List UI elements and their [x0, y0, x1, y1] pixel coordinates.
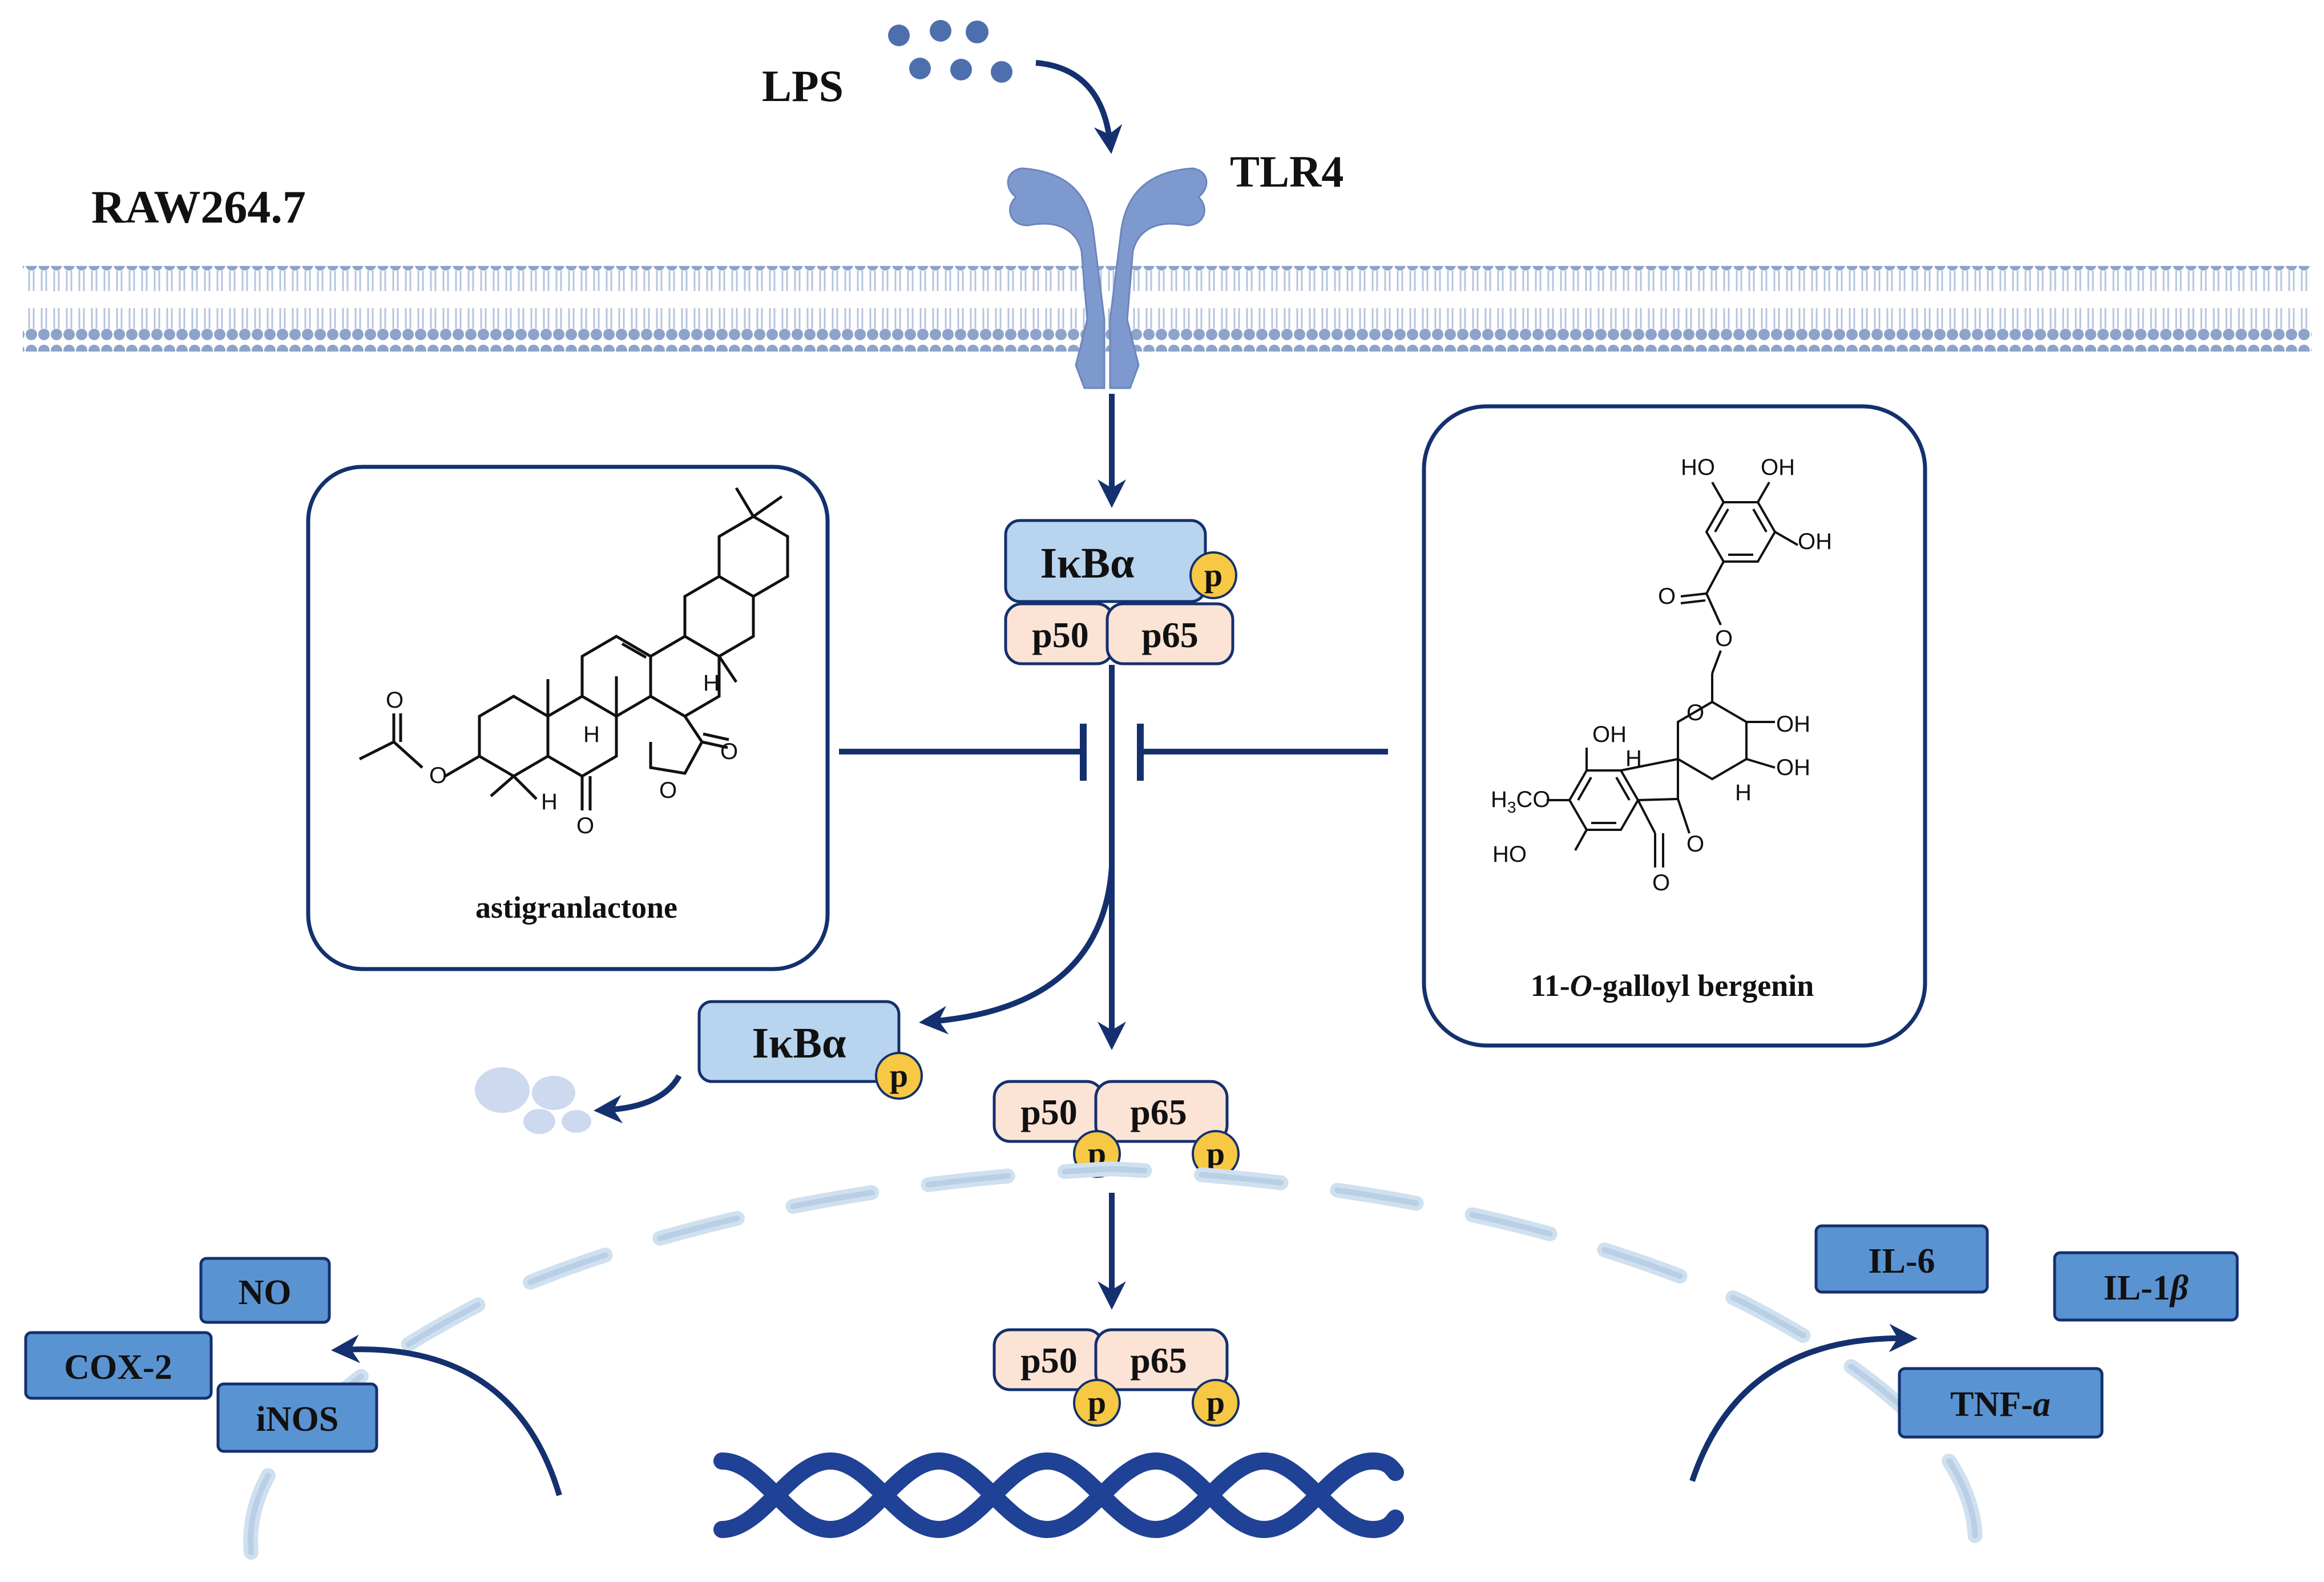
atom-h: H — [541, 789, 558, 814]
atom-o: O — [429, 763, 447, 788]
astigranlactone-atoms: O O O O O H H H — [386, 671, 738, 838]
tnfa-label: TNF-a — [1950, 1385, 2051, 1424]
atom-o: O — [720, 739, 738, 764]
p65-box — [1094, 1080, 1229, 1143]
il1b-box — [2053, 1251, 2239, 1322]
atom-o: O — [1686, 700, 1704, 725]
astigranlactone-structure — [358, 487, 789, 810]
p50-label: p50 — [1032, 615, 1089, 655]
atom-h: H — [583, 722, 600, 747]
p65-label: p65 — [1130, 1092, 1187, 1132]
phospho-badge — [1192, 1379, 1240, 1427]
p65-label: p65 — [1130, 1340, 1187, 1381]
cell-membrane — [23, 266, 2311, 352]
il6-box — [1814, 1224, 1989, 1294]
inos-box — [216, 1382, 378, 1453]
no-label: NO — [239, 1273, 292, 1312]
phospho-badge — [1073, 1379, 1121, 1427]
atom-o: O — [1658, 584, 1676, 609]
atom-h3co: H3CO — [1491, 787, 1550, 816]
il1b-label: IL-1β — [2104, 1269, 2189, 1307]
atom-o: O — [1686, 832, 1704, 857]
phospho-label: p — [1204, 556, 1222, 594]
ikba-complex-cytoplasm: IκBα p p50 p65 — [1004, 519, 1237, 665]
phospho-label: p — [1207, 1135, 1225, 1172]
compound-panel-left — [306, 465, 830, 971]
nuclear-envelope-inner — [248, 1165, 1978, 1555]
atom-o: O — [1715, 626, 1733, 651]
bergenin-atoms: HO OH OH O O O OH OH OH H H O O H3CO HO — [1491, 455, 1832, 895]
proteasome-fragments — [475, 1067, 591, 1134]
lps-label: LPS — [762, 61, 844, 111]
lps-particles — [888, 20, 1012, 83]
p65-box — [1094, 1328, 1229, 1391]
release-arrow — [919, 867, 1115, 1035]
atom-ho: HO — [1681, 455, 1715, 480]
atom-h: H — [1625, 746, 1642, 771]
ikba-released-box — [697, 1000, 901, 1083]
atom-o: O — [576, 813, 594, 838]
phospho-label: p — [890, 1057, 908, 1094]
ikba-released-label: IκBα — [752, 1019, 846, 1067]
tlr4-receptor — [1007, 167, 1208, 389]
lps-arrow — [1035, 60, 1123, 154]
mediator-boxes: NO COX-2 iNOS — [24, 1257, 378, 1453]
p65-label: p65 — [1141, 615, 1199, 655]
atom-oh: OH — [1798, 529, 1832, 554]
tnfa-box — [1898, 1367, 2104, 1439]
ikba-label: IκBα — [1040, 539, 1135, 587]
phospho-badge — [875, 1052, 923, 1100]
cytokine-boxes: IL-6 IL-1β TNF-a — [1814, 1224, 2239, 1439]
atom-oh: OH — [1776, 755, 1810, 780]
no-box — [199, 1257, 331, 1324]
compound-name-left: astigranlactone — [475, 890, 677, 925]
atom-ho: HO — [1492, 842, 1527, 867]
cox2-box — [24, 1331, 213, 1400]
expression-arrow-right — [1689, 1323, 1918, 1482]
atom-oh: OH — [1761, 455, 1795, 480]
atom-oh: OH — [1776, 712, 1810, 737]
atom-oh: OH — [1592, 722, 1627, 747]
dna-helix — [713, 1452, 1404, 1539]
atom-h: H — [1735, 780, 1752, 805]
inos-label: iNOS — [256, 1400, 339, 1439]
cox2-label: COX-2 — [64, 1348, 172, 1387]
il6-label: IL-6 — [1868, 1242, 1935, 1281]
phospho-label: p — [1088, 1384, 1106, 1421]
compound-name-right: 11-O-galloyl bergenin — [1531, 968, 1814, 1003]
atom-h: H — [703, 671, 720, 696]
tlr4-label: TLR4 — [1230, 147, 1343, 196]
phospho-badge — [1189, 551, 1237, 599]
degradation-arrow — [594, 1074, 682, 1124]
phospho-label: p — [1207, 1384, 1225, 1421]
nfkb-phospho-nucleus: p50 p65 p p — [992, 1328, 1240, 1427]
bergenin-structure — [1547, 482, 1798, 867]
p50-label: p50 — [1020, 1340, 1078, 1381]
ikba-released: IκBα p — [697, 1000, 923, 1100]
p50-label: p50 — [1020, 1092, 1078, 1132]
cell-line-label: RAW264.7 — [91, 181, 306, 233]
atom-o: O — [386, 688, 404, 713]
p65-box — [1105, 602, 1234, 665]
atom-o: O — [659, 778, 677, 803]
compound-panel-right — [1422, 404, 1927, 1048]
atom-o: O — [1652, 870, 1670, 895]
expression-arrow-left — [331, 1334, 562, 1496]
